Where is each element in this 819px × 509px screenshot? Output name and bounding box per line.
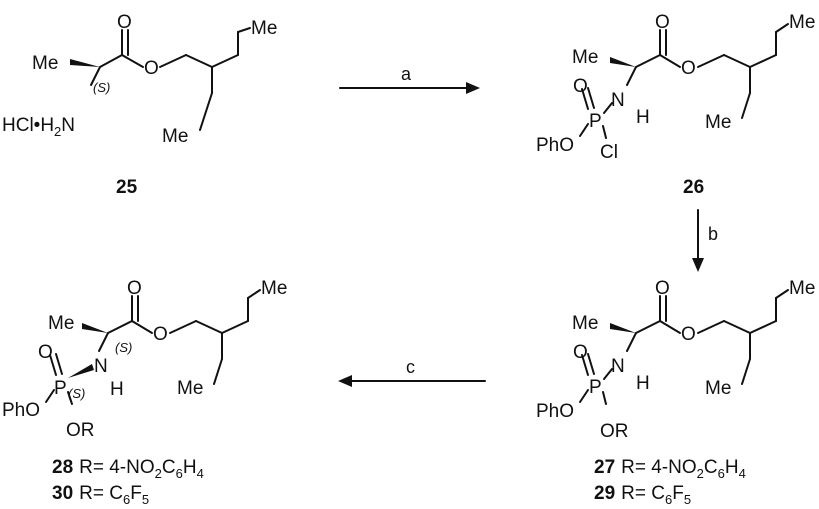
ester-oxygen: O	[681, 324, 696, 345]
chloro-label: Cl	[600, 142, 618, 163]
carbonyl-oxygen: O	[117, 12, 132, 33]
wedge-bond-26	[610, 57, 636, 67]
ethyl-methyl-label: Me	[251, 18, 277, 39]
hydrochloride-amine-label: HCl•H2N	[2, 115, 75, 139]
carbonyl-oxygen: O	[655, 278, 670, 299]
ethyl-methyl-label: Me	[162, 126, 188, 147]
phenoxy-label: PhO	[536, 135, 574, 156]
ethyl-methyl-label: Me	[705, 112, 731, 133]
ester-oxygen: O	[681, 58, 696, 79]
alkoxy-label: OR	[66, 420, 95, 441]
nitrogen-label: N	[611, 356, 625, 377]
wedge-bond-28	[82, 323, 108, 333]
methyl-label: Me	[32, 53, 58, 74]
reaction-arrow-a: a	[339, 64, 480, 94]
reagent-label-b: b	[708, 224, 718, 244]
reagent-label-a: a	[401, 64, 412, 84]
ethyl-methyl-label: Me	[177, 378, 203, 399]
ester-oxygen: O	[153, 324, 168, 345]
reaction-arrow-c: c	[338, 357, 486, 387]
hydrogen-label: H	[636, 107, 650, 128]
reaction-arrow-b: b	[692, 209, 718, 272]
compound-number: 25	[116, 177, 138, 198]
phosphoryl-oxygen: O	[38, 342, 53, 363]
phosphoryl-oxygen: O	[573, 76, 588, 97]
alkoxy-label: OR	[600, 421, 629, 442]
hydrogen-label: H	[636, 373, 650, 394]
phosphorus-label: P	[54, 378, 67, 399]
ethyl-methyl-label: Me	[789, 278, 815, 299]
stereo-descriptor: (S)	[93, 80, 110, 95]
ethyl-methyl-label: Me	[789, 12, 815, 33]
wedge-bond-27	[610, 323, 636, 333]
hydrogen-label: H	[110, 379, 124, 400]
nitrogen-label: N	[94, 356, 108, 377]
phosphorus-nitrogen-wedge	[68, 364, 94, 378]
ester-oxygen: O	[144, 58, 159, 79]
compound-25: Me (S) O O Me Me HCl•H2N 25	[2, 12, 277, 198]
methyl-label: Me	[572, 313, 598, 334]
methyl-label: Me	[572, 47, 598, 68]
phosphorus-label: P	[589, 377, 602, 398]
phosphorus-label: P	[589, 111, 602, 132]
phosphoryl-oxygen: O	[573, 342, 588, 363]
nitrogen-label: N	[611, 90, 625, 111]
wedge-bond-25	[70, 59, 100, 67]
phenoxy-label: PhO	[2, 400, 40, 421]
compound-number: 26	[683, 177, 704, 198]
carbon-stereo-descriptor: (S)	[115, 340, 132, 355]
carbonyl-oxygen: O	[655, 12, 670, 33]
methyl-label: Me	[48, 313, 74, 334]
reagent-label-c: c	[406, 357, 415, 377]
phenoxy-label: PhO	[536, 401, 574, 422]
carbonyl-oxygen: O	[127, 278, 142, 299]
phosphorus-stereo-descriptor: (S)	[68, 386, 85, 401]
ethyl-methyl-label: Me	[261, 278, 287, 299]
ethyl-methyl-label: Me	[705, 378, 731, 399]
compound-26: Me O O Me Me N H O P PhO Cl 26	[536, 12, 815, 198]
